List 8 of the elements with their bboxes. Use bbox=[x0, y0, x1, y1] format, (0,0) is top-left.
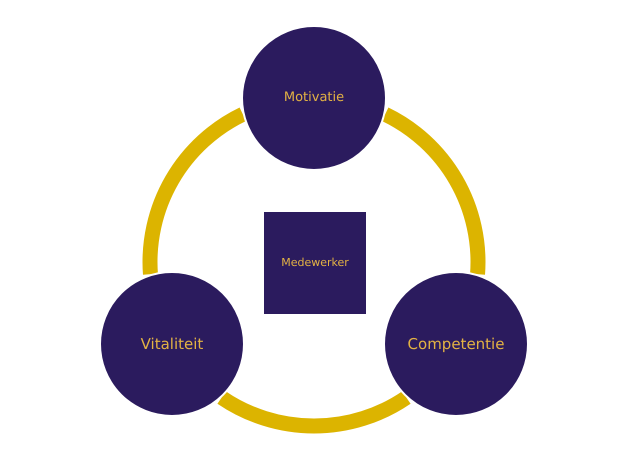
ring-arc-connector bbox=[142, 108, 246, 274]
ring-arc-connector bbox=[218, 391, 410, 434]
node-label: Competentie bbox=[408, 335, 504, 353]
ring-arc-connector bbox=[382, 108, 486, 274]
node-label: Vitaliteit bbox=[140, 335, 204, 353]
square-node bbox=[264, 212, 366, 314]
node-label: Medewerker bbox=[281, 256, 349, 270]
node-label: Motivatie bbox=[284, 90, 344, 106]
